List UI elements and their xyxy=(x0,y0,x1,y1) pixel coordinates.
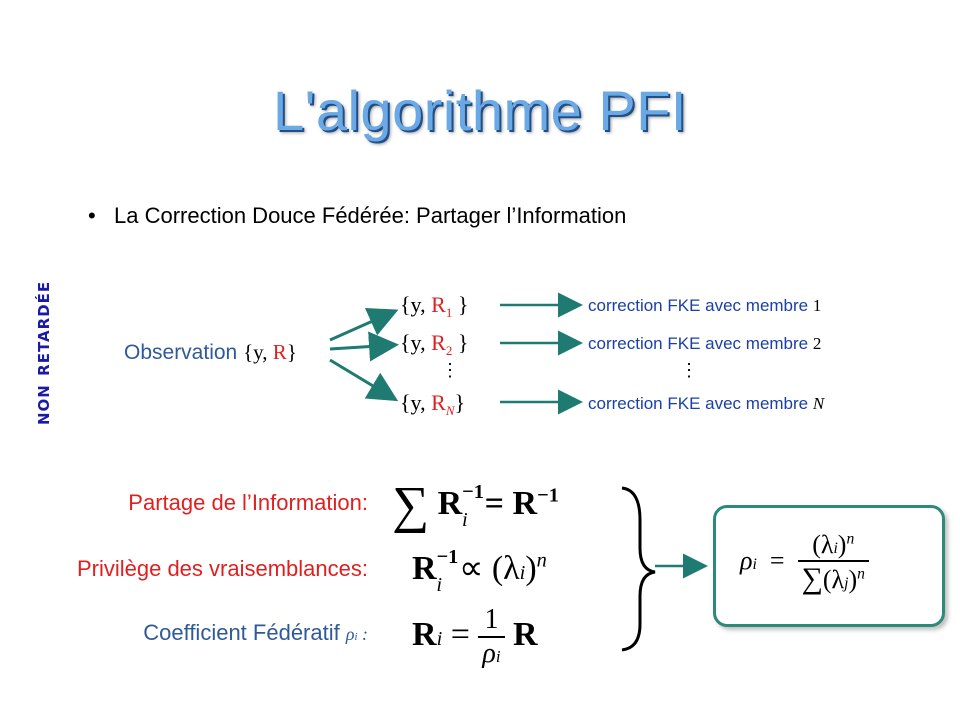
observation-set: {y, R} xyxy=(243,340,297,364)
brace-shape xyxy=(621,486,656,652)
fan-arrow-3 xyxy=(329,358,399,402)
branch-set-3: {y, RN} xyxy=(400,390,466,418)
formula-propto: R−1i ∝ (λi)n xyxy=(412,545,547,596)
rho-formula: ρi = (λi)n ∑(λj)n xyxy=(740,530,869,596)
observation-label: Observation {y, R} xyxy=(124,340,297,365)
rho-formula-box: ρi = (λi)n ∑(λj)n xyxy=(713,505,945,627)
correction-2: correction FKE avec membre 2 xyxy=(588,334,822,353)
row-label-coefficient: Coefficient Fédératif ρi : xyxy=(143,620,368,645)
slide-title: L'algorithme PFI xyxy=(273,79,687,142)
correction-3: correction FKE avec membre N xyxy=(588,394,825,413)
observation-text: Observation xyxy=(124,341,238,364)
branch-set-1: {y, R1 } xyxy=(400,292,469,320)
row-label-partage: Partage de l’Information: xyxy=(128,490,368,515)
bullet-item: • La Correction Douce Fédérée: Partager l… xyxy=(88,203,626,229)
row-label-privilege: Privilège des vraisemblances: xyxy=(76,556,368,581)
fan-arrow-2 xyxy=(329,331,399,362)
bullet-text: La Correction Douce Fédérée: Partager l’… xyxy=(114,203,627,228)
fan-arrow-1 xyxy=(329,308,399,342)
branch-set-2: {y, R2 } xyxy=(400,330,469,358)
vdots-left: ⋮ xyxy=(441,360,459,380)
bullet-dot-icon: • xyxy=(88,203,96,228)
vdots-right: ⋮ xyxy=(680,360,698,380)
formula-sum: ∑ R−1i = R−1 xyxy=(392,477,559,534)
correction-1: correction FKE avec membre 1 xyxy=(588,296,822,315)
